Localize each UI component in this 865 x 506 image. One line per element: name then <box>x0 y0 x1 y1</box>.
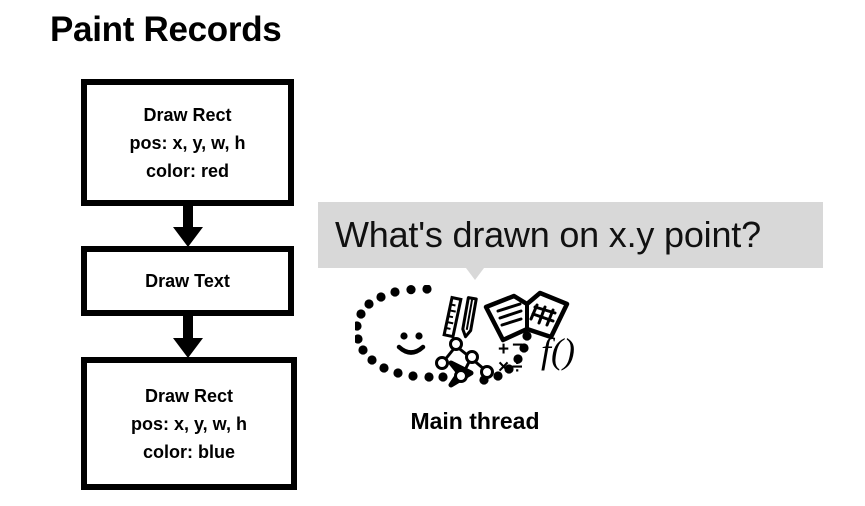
page-title: Paint Records <box>50 10 282 49</box>
paint-record-box-3: Draw Rect pos: x, y, w, h color: blue <box>81 357 297 490</box>
paint-record-box-2: Draw Text <box>81 246 294 316</box>
svg-text:÷: ÷ <box>512 357 522 378</box>
tree-diagram-icon <box>435 337 494 383</box>
record-line: Draw Text <box>145 271 230 291</box>
pencil-icon <box>461 296 478 339</box>
svg-text:−: − <box>512 335 523 356</box>
record-line: Draw Rect <box>144 385 234 406</box>
arrow-shaft <box>183 316 193 338</box>
arrow-shaft <box>183 206 193 227</box>
open-book-icon <box>483 290 570 343</box>
speech-bubble-tail <box>466 268 484 280</box>
dotted-oval-icon <box>355 285 532 385</box>
down-arrow-icon <box>173 206 203 247</box>
math-operators-icon: + − × ÷ <box>498 335 523 378</box>
svg-text:+: + <box>498 339 509 360</box>
ruler-icon <box>442 295 463 339</box>
paint-record-box-1: Draw Rect pos: x, y, w, h color: red <box>81 79 294 206</box>
arrow-head <box>173 227 203 247</box>
record-line: pos: x, y, w, h <box>129 132 246 153</box>
function-notation-icon: f() <box>541 331 575 371</box>
main-thread-illustration: + − × ÷ f() <box>355 285 595 400</box>
record-line: color: red <box>145 160 229 181</box>
svg-text:×: × <box>498 357 509 378</box>
record-line: Draw Rect <box>143 104 232 125</box>
down-arrow-icon <box>173 316 203 358</box>
svg-text:f(): f() <box>541 331 575 371</box>
question-speech-bubble: What's drawn on x.y point? <box>318 202 823 268</box>
smiley-face-icon <box>396 332 426 355</box>
record-line: color: blue <box>142 441 235 462</box>
record-line: pos: x, y, w, h <box>130 413 247 434</box>
arrow-head <box>173 338 203 358</box>
question-text: What's drawn on x.y point? <box>335 214 761 255</box>
main-thread-label: Main thread <box>410 408 540 434</box>
